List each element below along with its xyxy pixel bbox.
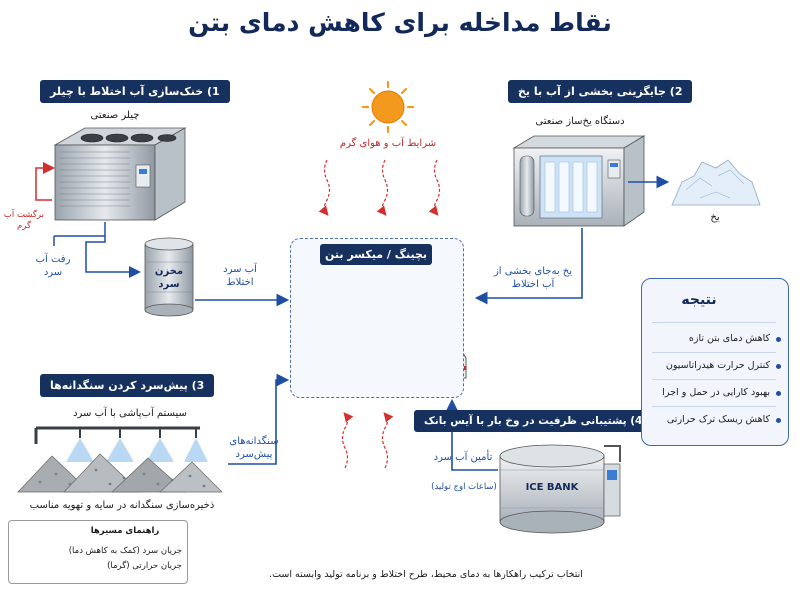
peak-hours-note: (ساعات اوج تولید) bbox=[431, 482, 497, 492]
legend-cold-label: جریان سرد (کمک به کاهش دما) bbox=[68, 546, 182, 556]
ice-bank-tank-icon bbox=[499, 444, 621, 534]
footer-note: انتخاب ترکیب راهکارها به دمای محیط، طرح … bbox=[269, 569, 583, 580]
result-bullet-3 bbox=[776, 391, 781, 396]
spray-system-icon bbox=[34, 426, 208, 462]
result-title: نتیجه bbox=[681, 292, 717, 308]
result-item-4: کاهش ریسک ترک حرارتی bbox=[666, 414, 770, 425]
result-panel bbox=[641, 278, 789, 446]
cold-supply-line bbox=[85, 222, 141, 278]
aggregate-to-mixer-line bbox=[228, 373, 290, 465]
return-warm-label-2: گرم bbox=[17, 221, 31, 231]
result-item-1: کاهش دمای بتن تازه bbox=[688, 333, 770, 344]
precooled-aggregate-label-2: پیش‌سرد bbox=[235, 449, 273, 460]
precooled-aggregate-label-1: سنگدانه‌های bbox=[229, 436, 279, 447]
result-bullet-4 bbox=[776, 418, 781, 423]
spray-system-label: سیستم آب‌پاشی با آب سرد bbox=[73, 408, 187, 419]
cold-mix-water-label-2: اختلاط bbox=[226, 277, 254, 288]
aggregate-piles-icon bbox=[17, 453, 223, 493]
cold-tank-icon bbox=[144, 237, 194, 317]
ice-pile-icon bbox=[671, 159, 761, 206]
heat-arrows-bottom bbox=[341, 412, 394, 469]
cold-supply-label-1: رفت آب bbox=[35, 254, 71, 265]
result-item-3: بهبود کارایی در حمل و اجرا bbox=[662, 387, 770, 398]
cold-supply-label-2: سرد bbox=[43, 267, 63, 278]
result-divider bbox=[652, 322, 776, 323]
ice-machine-label: دستگاه یخ‌ساز صنعتی bbox=[535, 116, 625, 127]
sun-icon bbox=[361, 80, 415, 134]
batching-hub-title: بچینگ / میکسر بتن bbox=[320, 244, 432, 265]
legend-heat-label: جریان حرارتی (گرما) bbox=[107, 561, 182, 571]
result-divider bbox=[652, 379, 776, 380]
aggregate-storage-label: ذخیره‌سازی سنگدانه در سایه و تهویه مناسب bbox=[29, 500, 215, 511]
cold-tank-label-1: مخزن bbox=[154, 266, 184, 277]
chiller-label: چیلر صنعتی bbox=[90, 110, 140, 121]
page-title: نقاط مداخله برای کاهش دمای بتن bbox=[188, 8, 612, 37]
ice-label: یخ bbox=[710, 212, 720, 223]
ice-to-mixer-line bbox=[474, 228, 583, 305]
ice-to-mixer-label-1: یخ به‌جای بخشی از bbox=[493, 266, 573, 277]
legend-box bbox=[8, 520, 188, 584]
ice-to-mixer-label-2: آب اختلاط bbox=[511, 279, 555, 290]
return-warm-line bbox=[35, 162, 55, 201]
result-bullet-2 bbox=[776, 364, 781, 369]
cold-mix-water-label-1: آب سرد bbox=[223, 264, 257, 275]
legend-title: راهنمای مسیرها bbox=[90, 526, 160, 536]
section-2-badge: 2) جایگزینی بخشی از آب با یخ bbox=[508, 80, 693, 103]
section-4-badge: 4) پشتیبانی ظرفیت در وخ بار با آیس بانک bbox=[414, 410, 653, 432]
result-divider bbox=[652, 352, 776, 353]
hot-weather-label: شرایط آب و هوای گرم bbox=[339, 138, 437, 149]
cold-tank-label-2: سرد bbox=[158, 279, 180, 290]
ice-machine-icon bbox=[512, 135, 646, 227]
return-warm-label-1: برگشت آب bbox=[3, 210, 44, 220]
section-1-badge: 1) خنک‌سازی آب اختلاط با چیلر bbox=[40, 80, 230, 103]
cold-water-supply-label: تأمین آب سرد bbox=[433, 452, 493, 463]
result-bullet-1 bbox=[776, 337, 781, 342]
result-item-2: کنترل حرارت هیدراتاسیون bbox=[665, 360, 770, 371]
ice-bank-tank-text: ICE BANK bbox=[525, 482, 579, 493]
section-3-badge: 3) پیش‌سرد کردن سنگدانه‌ها bbox=[40, 374, 215, 397]
chiller-icon bbox=[53, 127, 187, 221]
result-divider bbox=[652, 406, 776, 407]
heat-arrows-top bbox=[318, 159, 441, 216]
